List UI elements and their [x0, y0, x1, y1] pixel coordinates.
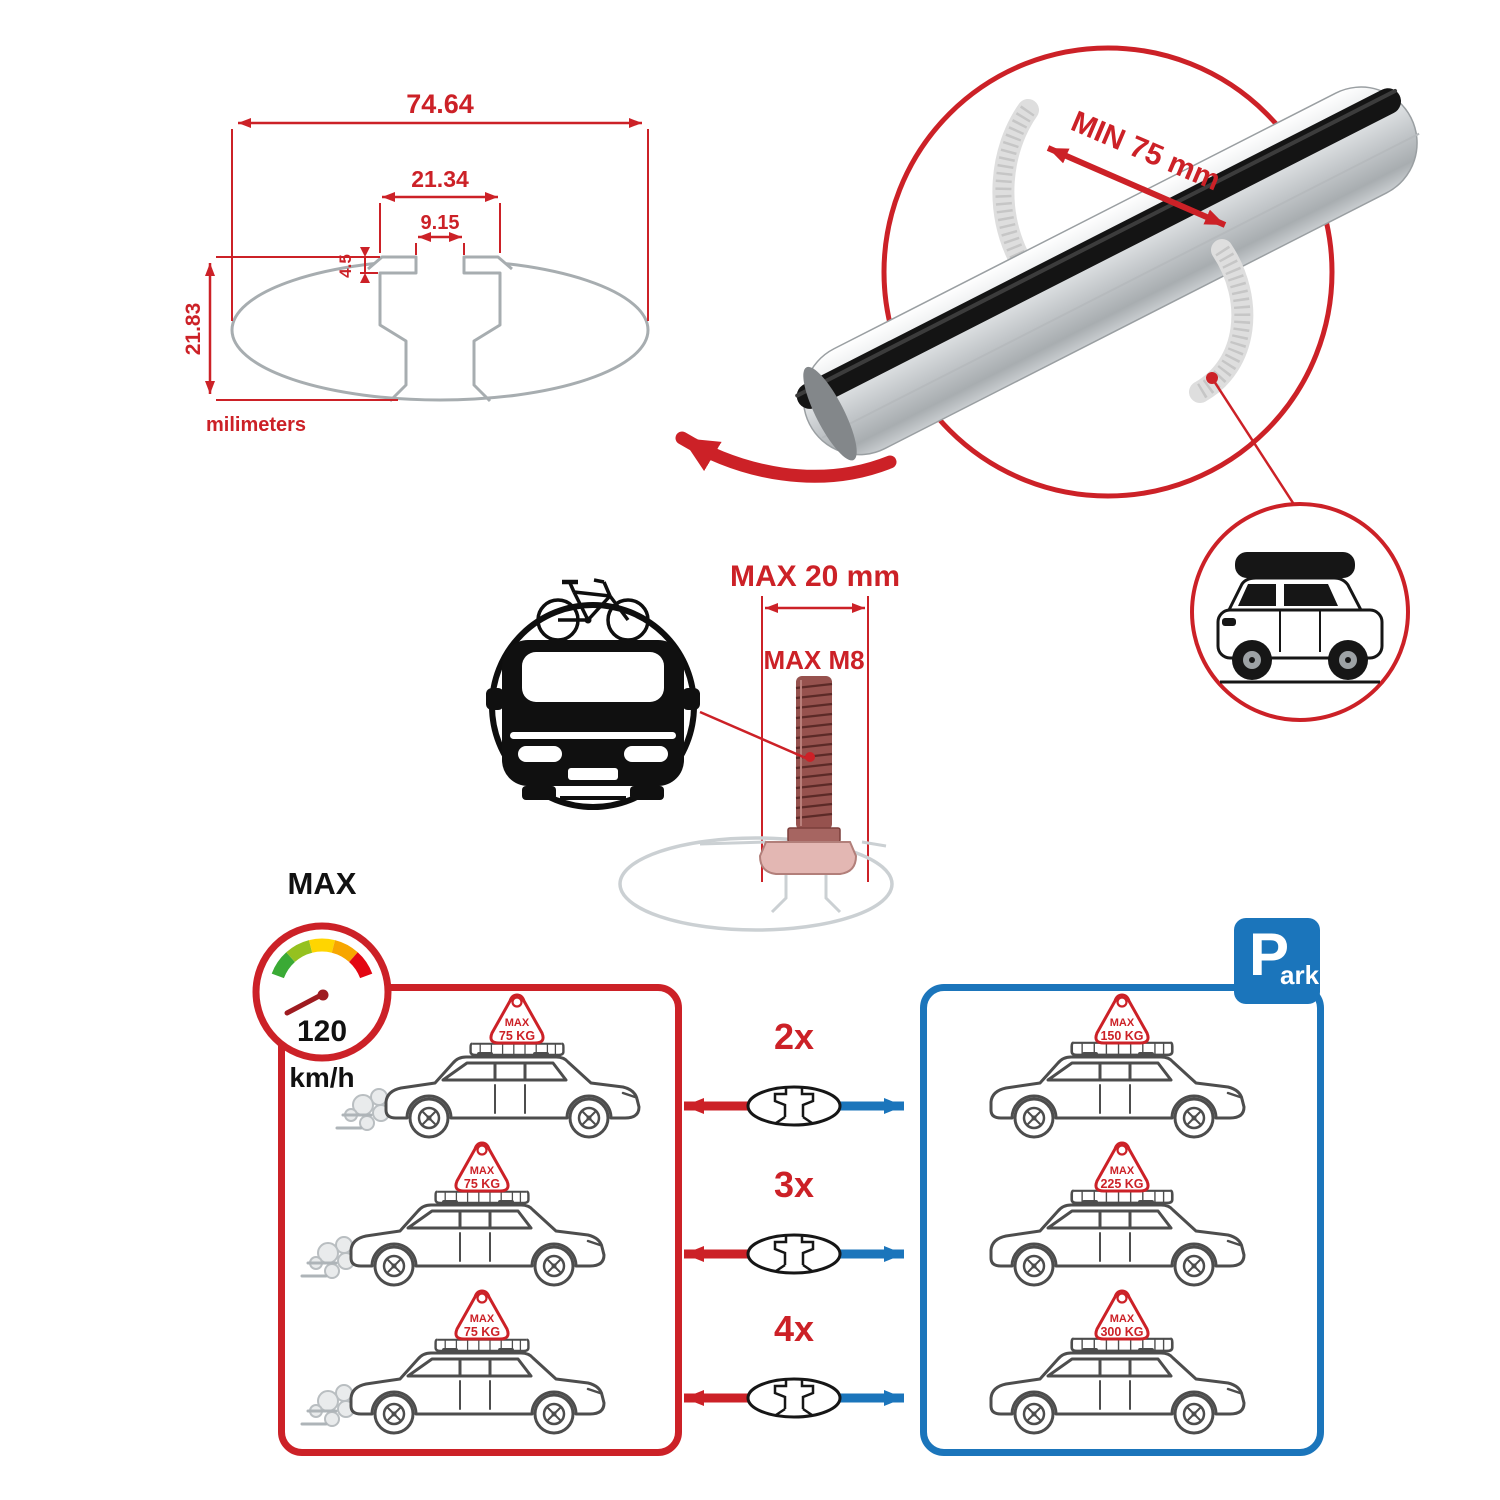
bolt-max-thread-label: MAX M8 — [763, 645, 865, 675]
suv-car-icon — [989, 1198, 1246, 1287]
bar-count-icon-2x — [684, 1085, 904, 1127]
gauge-value: 120 — [297, 1015, 347, 1048]
load-tag-line2: 150 KG — [1100, 1029, 1143, 1043]
load-tag-line1: MAX — [1110, 1313, 1135, 1325]
aluminum-crossbar — [795, 86, 1420, 461]
t-bolt-drawing — [618, 676, 894, 932]
exhaust-smoke-icon — [309, 1236, 355, 1279]
bar-count-icon-4x — [684, 1377, 904, 1419]
multiplier-label-3x: 3x — [773, 1164, 815, 1205]
leader-dot — [1206, 372, 1218, 384]
t-bolt — [758, 676, 858, 875]
parking-sign: P ark — [1234, 918, 1320, 1004]
load-tag-line1: MAX — [470, 1313, 495, 1325]
multiplier-label-4x: 4x — [773, 1308, 815, 1349]
car-bicycle-circle — [486, 578, 700, 810]
crossbar-detail-circle: MIN 75 mm — [795, 45, 1420, 499]
dim-slot-inner: 9.15 — [421, 212, 460, 234]
driving-car-row-1: MAX 75 KG — [335, 993, 641, 1139]
load-tag-line2: 300 KG — [1100, 1325, 1143, 1339]
suv-car-icon — [349, 1198, 606, 1287]
dim-total-width: 74.64 — [406, 89, 474, 119]
load-tag-line1: MAX — [1110, 1165, 1135, 1177]
parked-car-row-1: MAX 150 KG — [989, 993, 1246, 1139]
dim-total-height: 21.83 — [182, 303, 205, 356]
parked-car-row-3: MAX 300 KG — [989, 1289, 1246, 1435]
load-tag-line1: MAX — [470, 1165, 495, 1177]
parked-car-row-2: MAX 225 KG — [989, 1141, 1246, 1287]
dim-step: 4.5 — [336, 254, 355, 278]
car-front-icon — [486, 640, 700, 800]
suv-car-icon — [384, 1050, 641, 1139]
parking-sign-suffix: ark — [1280, 960, 1320, 990]
load-tag-line2: 75 KG — [464, 1325, 500, 1339]
multiplier-label-2x: 2x — [773, 1016, 815, 1057]
gauge-max-label: MAX — [287, 866, 357, 901]
suv-car-icon — [349, 1346, 606, 1435]
bolt-max-width-label: MAX 20 mm — [729, 560, 901, 593]
suv-car-icon — [989, 1050, 1246, 1139]
gauge-units-label: km/h — [289, 1062, 355, 1093]
parking-sign-letter: P — [1249, 921, 1290, 988]
bicycle-icon — [536, 578, 650, 642]
car-roofbox-circle — [1190, 502, 1410, 722]
dim-slot-outer: 21.34 — [411, 166, 469, 192]
driving-car-row-2: MAX 75 KG — [300, 1141, 606, 1287]
load-tag-line1: MAX — [505, 1017, 530, 1029]
load-tag-line2: 75 KG — [499, 1029, 535, 1043]
speed-gauge: 120 — [252, 922, 392, 1062]
driving-car-row-3: MAX 75 KG — [300, 1289, 606, 1435]
exhaust-smoke-icon — [309, 1384, 355, 1427]
load-tag-line1: MAX — [1110, 1017, 1135, 1029]
bar-count-icon-3x — [684, 1233, 904, 1275]
crossbar-cross-section-drawing: 74.64 21.34 9.15 4.5 21.83 milimeters — [182, 89, 650, 436]
load-tag-line2: 225 KG — [1100, 1177, 1143, 1191]
roof-box — [1235, 552, 1355, 578]
suv-car-icon — [989, 1346, 1246, 1435]
load-tag-line2: 75 KG — [464, 1177, 500, 1191]
exhaust-smoke-icon — [344, 1088, 390, 1131]
units-label: milimeters — [206, 414, 306, 436]
